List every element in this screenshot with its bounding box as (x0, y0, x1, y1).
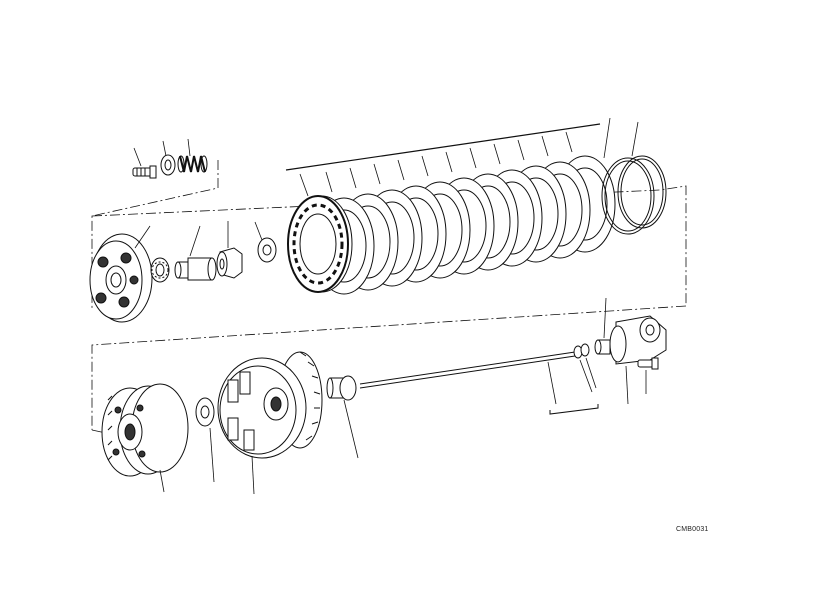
retaining-bolt (132, 165, 157, 179)
clutch-housing (217, 351, 323, 459)
clutch-plate-stack (287, 155, 616, 295)
push-rod (359, 351, 576, 389)
pressure-plate (89, 233, 153, 323)
friction-plate-front (287, 195, 349, 293)
cup-washer (160, 154, 176, 176)
seal-ring (617, 155, 667, 229)
lock-washer (257, 237, 277, 263)
spacer-washer (195, 397, 215, 427)
clutch-hub (101, 383, 189, 477)
cylinder-bolt (637, 357, 659, 370)
leader-lines (133, 117, 647, 495)
pressure-spring (177, 155, 208, 173)
slave-cylinder (609, 315, 667, 365)
housing-bushing (326, 375, 357, 401)
rod-bracket (549, 404, 599, 415)
rod-seal (573, 343, 590, 359)
hub-nut (216, 247, 243, 279)
drawing-code: CMB0031 (676, 526, 709, 533)
slave-piston (594, 339, 611, 355)
seal-ring (601, 157, 655, 235)
thrust-bearing (150, 257, 170, 283)
push-rod-bushing (174, 257, 217, 281)
plate-stack-bracket (285, 123, 601, 171)
